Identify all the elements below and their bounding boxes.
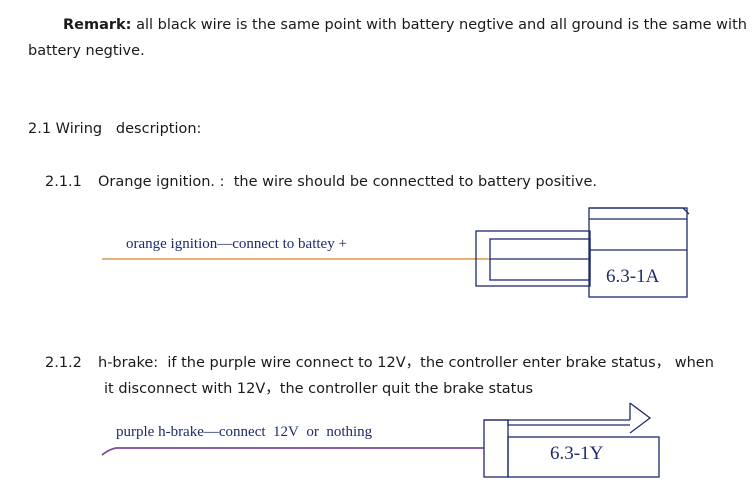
item1-text: Orange ignition. : the wire should be co… — [98, 174, 597, 190]
item2-number: 2.1.2 — [45, 355, 82, 371]
item1-number: 2.1.1 — [45, 174, 82, 190]
connector-6-3-1y — [483, 402, 660, 478]
purple-wire — [101, 447, 484, 456]
connector-2-label: 6.3-1Y — [550, 443, 604, 464]
remark-line-2: battery negtive. — [28, 43, 145, 59]
connector-6-3-1a — [475, 207, 690, 298]
section-title: 2.1 Wiring description: — [28, 121, 202, 137]
remark-label: Remark: — [63, 17, 132, 33]
purple-wire-label: purple h-brake—connect 12V or nothing — [116, 424, 373, 440]
item2-text-line-1: h-brake: if the purple wire connect to 1… — [98, 355, 714, 371]
connector-1-label: 6.3-1A — [606, 266, 660, 287]
remark-line-1: Remark: all black wire is the same point… — [63, 16, 747, 34]
remark-text: all black wire is the same point with ba… — [131, 17, 747, 33]
item2-text-line-2: it disconnect with 12V，the controller qu… — [104, 381, 534, 397]
orange-wire-label: orange ignition—connect to battey + — [126, 236, 347, 252]
